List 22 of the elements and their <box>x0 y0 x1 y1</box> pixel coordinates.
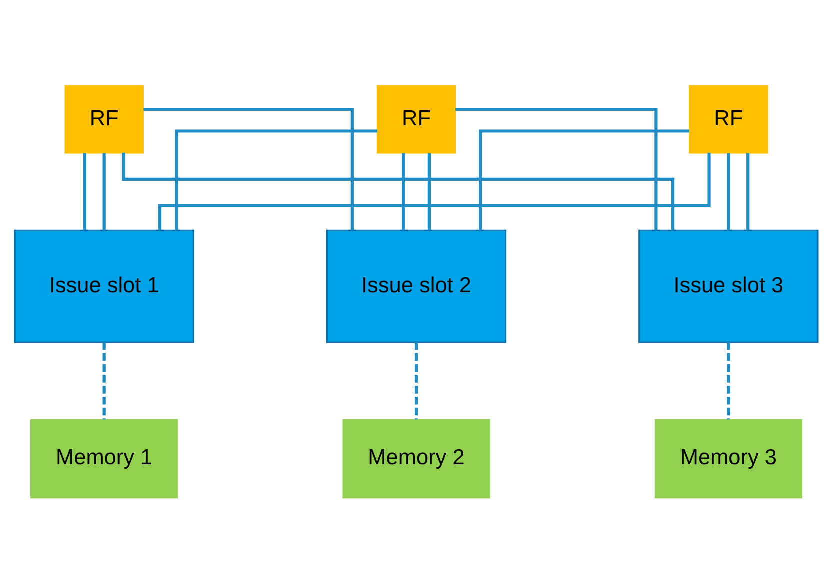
connector <box>456 107 658 230</box>
connector <box>402 152 406 230</box>
node-box: Memory 3 <box>654 418 802 498</box>
connector <box>479 129 690 230</box>
connector <box>144 107 354 230</box>
node-box: Memory 2 <box>342 418 490 498</box>
connector <box>102 152 106 230</box>
connector <box>414 342 418 420</box>
node-box: RF <box>376 84 456 154</box>
node-box: Issue slot 3 <box>638 229 819 343</box>
node-box: RF <box>64 84 144 154</box>
connector <box>175 129 378 230</box>
connector <box>746 152 750 230</box>
connector <box>83 152 86 230</box>
node-box: Issue slot 2 <box>326 229 507 343</box>
node-box: RF <box>689 84 768 154</box>
connector <box>727 342 730 420</box>
connector <box>102 342 106 420</box>
node-box: Issue slot 1 <box>14 229 194 343</box>
connector <box>428 152 431 230</box>
node-box: Memory 1 <box>30 418 178 498</box>
connector <box>727 152 730 230</box>
